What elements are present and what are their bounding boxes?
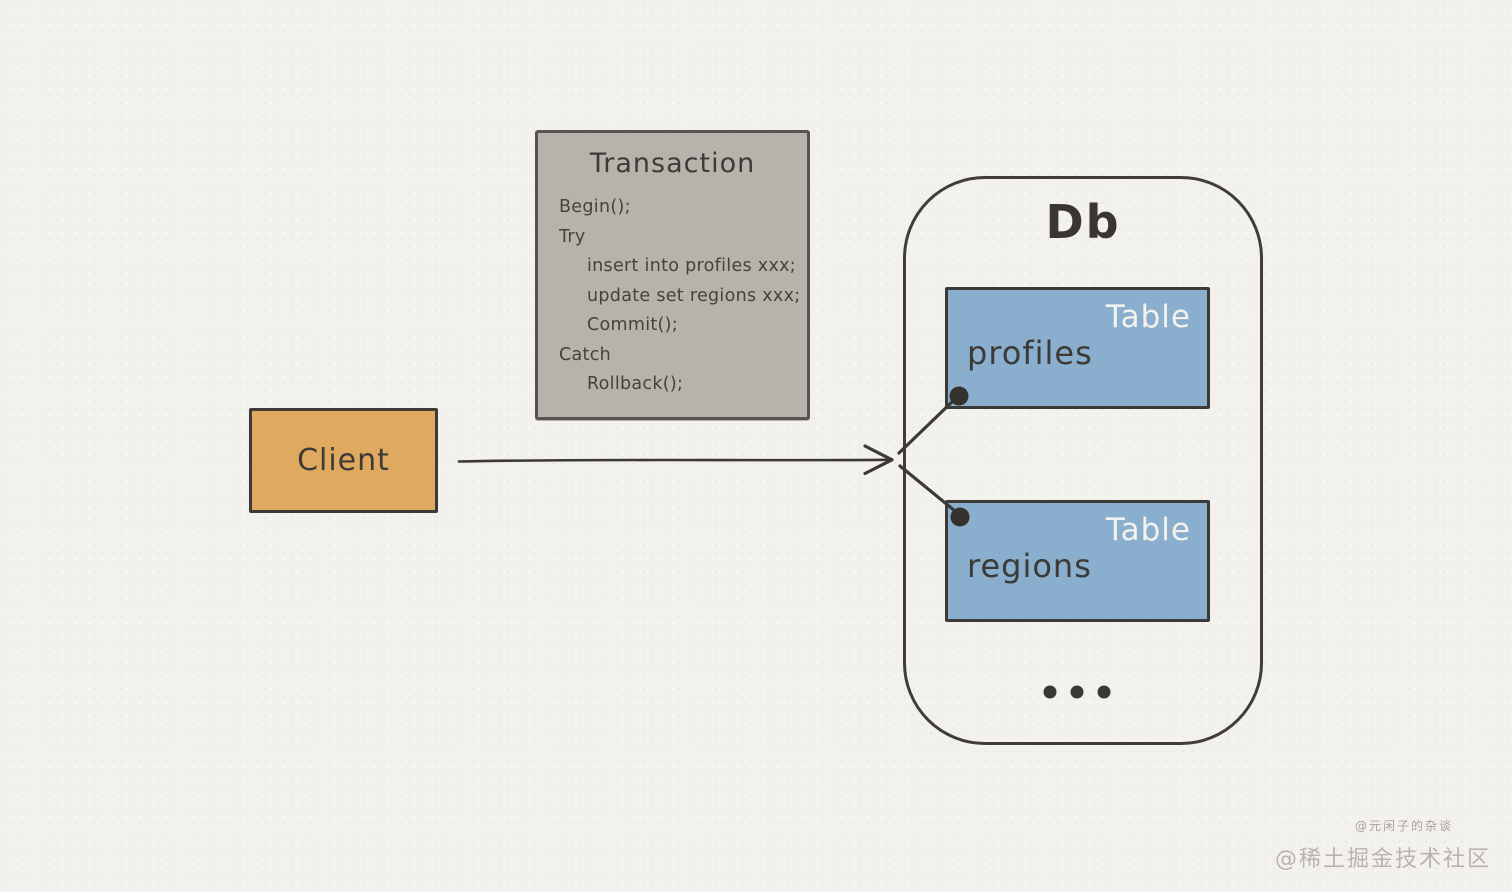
watermark-community: @稀土掘金技术社区 bbox=[1274, 847, 1491, 872]
transaction-title: Transaction bbox=[589, 148, 756, 179]
transaction-code: Begin(); Try insert into profiles xxx; u… bbox=[559, 193, 807, 400]
client-box: Client bbox=[249, 408, 438, 513]
code-line-catch: Catch bbox=[559, 344, 612, 365]
table-box-profiles: Table profiles bbox=[945, 287, 1210, 409]
watermark-author: @元闲子的杂谈 bbox=[1354, 819, 1453, 833]
code-line-try: Try bbox=[559, 226, 586, 247]
table-name-profiles: profiles bbox=[967, 334, 1093, 372]
code-line-rollback: Rollback(); bbox=[587, 374, 684, 394]
table-name-regions: regions bbox=[967, 547, 1092, 585]
db-container: Db bbox=[903, 176, 1263, 745]
code-line-insert: insert into profiles xxx; bbox=[587, 256, 796, 276]
client-label: Client bbox=[297, 443, 390, 478]
table-box-regions: Table regions bbox=[945, 500, 1210, 622]
db-title: Db bbox=[1045, 195, 1121, 249]
transaction-code-box: Transaction Begin(); Try insert into pro… bbox=[535, 130, 810, 420]
code-line-commit: Commit(); bbox=[587, 315, 678, 335]
arrowhead-icon bbox=[863, 444, 894, 476]
table-badge-regions: Table bbox=[1105, 512, 1191, 548]
table-badge-profiles: Table bbox=[1105, 299, 1191, 335]
code-line-begin: Begin(); bbox=[559, 197, 631, 217]
client-to-db-arrow-line bbox=[457, 458, 890, 463]
code-line-update: update set regions xxx; bbox=[587, 285, 801, 306]
